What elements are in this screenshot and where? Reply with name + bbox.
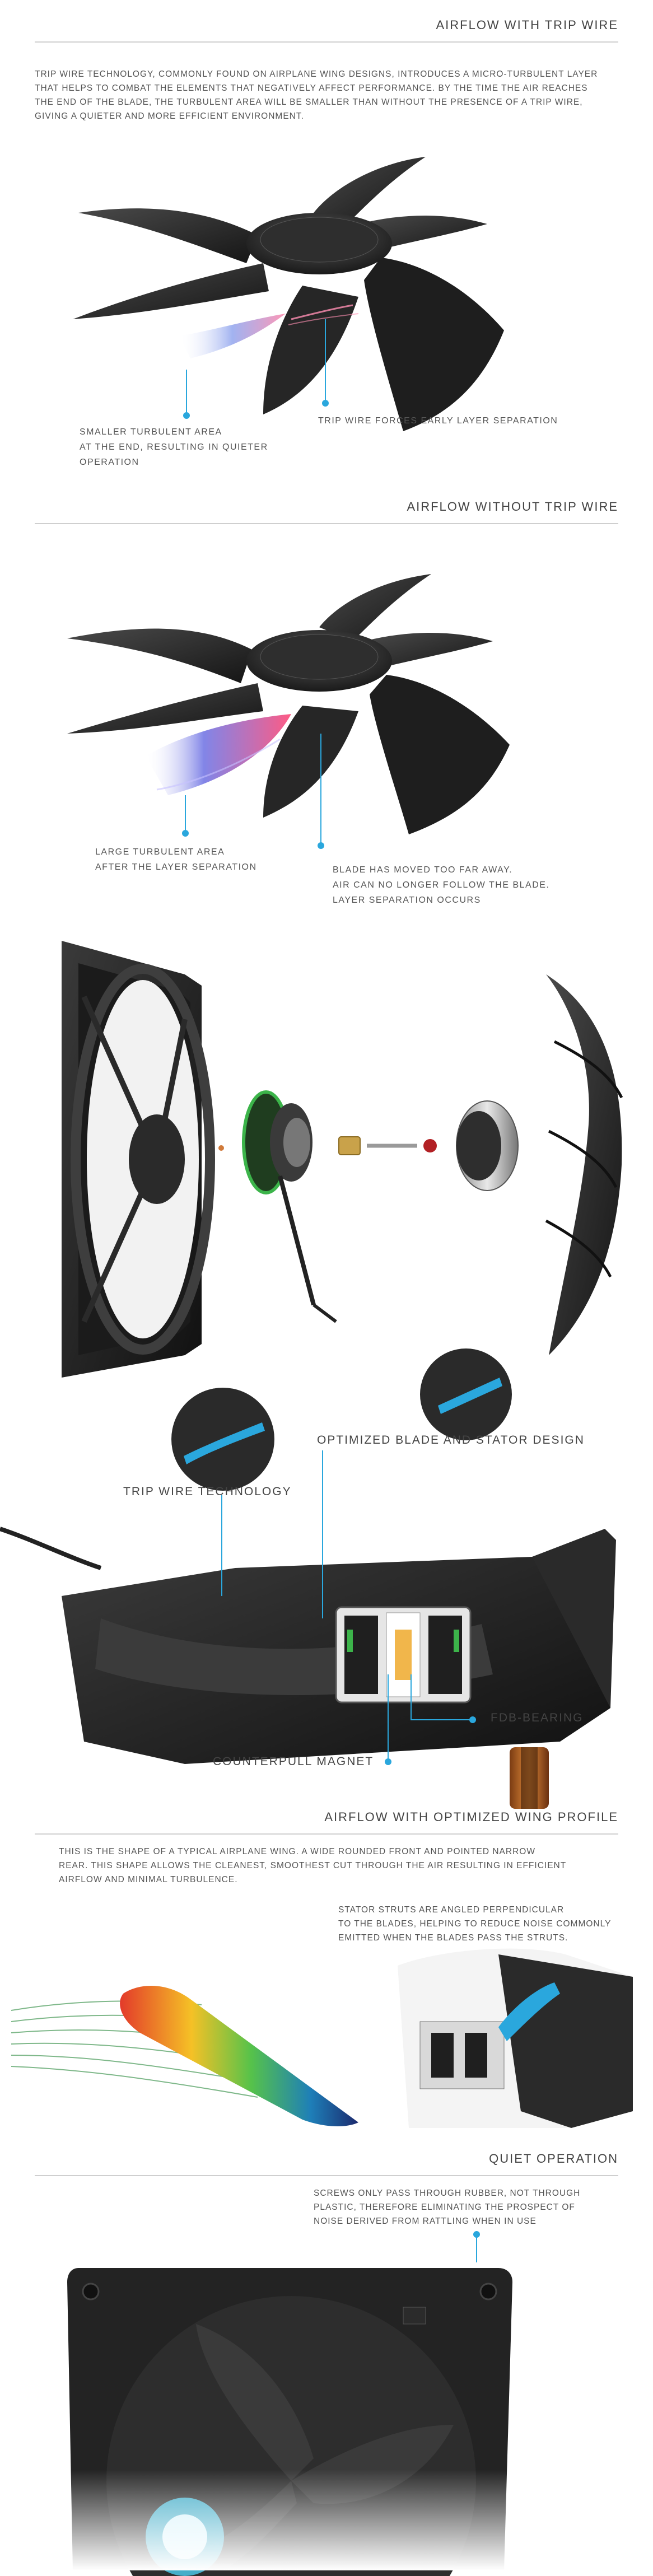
section-no-trip-wire: AIRFLOW WITHOUT TRIP WIRE LARGE TURBULEN… (0, 493, 653, 930)
section-header: AIRFLOW WITHOUT TRIP WIRE (35, 493, 618, 524)
section-exploded-view (0, 930, 653, 1389)
label-trip-wire: TRIP WIRE TECHNOLOGY (123, 1485, 292, 1498)
quiet-fan-illustration (0, 2268, 653, 2576)
leader-dot (469, 1716, 476, 1723)
fan-blade-illustration (73, 157, 504, 431)
wing-profile-illustration (11, 1986, 359, 2126)
label-fdb-bearing: FDB-BEARING (491, 1711, 584, 1724)
section-features: OPTIMIZED BLADE AND STATOR DESIGN TRIP W… (0, 1327, 653, 1820)
section-header: QUIET OPERATION (35, 2145, 618, 2176)
detail-zoom-stator (420, 1348, 512, 1440)
section-wing-profile: AIRFLOW WITH OPTIMIZED WING PROFILE THIS… (0, 1803, 653, 2150)
leader-dot (322, 400, 329, 407)
callout-early-separation: TRIP WIRE FORCES EARLY LAYER SEPARATION (318, 416, 558, 426)
stator-strut-illustration (398, 1948, 633, 2128)
callout-smaller-turbulent: SMALLER TURBULENT AREA AT THE END, RESUL… (80, 427, 268, 467)
leader-line (325, 319, 326, 403)
section-title: AIRFLOW WITH TRIP WIRE (436, 18, 618, 32)
fan-frame-illustration (62, 941, 623, 1378)
section-title: QUIET OPERATION (489, 2152, 618, 2166)
leader-line (320, 734, 321, 846)
section-title: AIRFLOW WITHOUT TRIP WIRE (407, 500, 618, 514)
leader-dot (473, 2231, 480, 2238)
leader-line (322, 1450, 323, 1618)
detail-zoom-trip-wire (171, 1388, 274, 1491)
leader-dot (183, 412, 190, 419)
leader-line (186, 370, 187, 417)
callout-large-turbulent: LARGE TURBULENT AREA AFTER THE LAYER SEP… (95, 847, 257, 872)
intro-text: TRIP WIRE TECHNOLOGY, COMMONLY FOUND ON … (35, 69, 598, 121)
section-trip-wire: AIRFLOW WITH TRIP WIRE TRIP WIRE TECHNOL… (0, 11, 653, 515)
label-blade-stator: OPTIMIZED BLADE AND STATOR DESIGN (317, 1434, 585, 1446)
section-header: AIRFLOW WITH TRIP WIRE (35, 11, 618, 43)
fan-blade-illustration (67, 574, 510, 834)
leader-line (411, 1719, 472, 1720)
stator-note: STATOR STRUTS ARE ANGLED PERPENDICULAR T… (338, 1905, 612, 1943)
wing-intro-text: THIS IS THE SHAPE OF A TYPICAL AIRPLANE … (59, 1847, 567, 1884)
leader-dot (318, 842, 324, 849)
leader-dot (385, 1758, 391, 1765)
leader-dot (182, 830, 189, 837)
leader-line (221, 1495, 222, 1596)
stator-cutaway-illustration (0, 1527, 616, 1764)
callout-blade-moved: BLADE HAS MOVED TOO FAR AWAY. AIR CAN NO… (333, 865, 550, 905)
section-quiet-operation: QUIET OPERATION SCREWS ONLY PASS THROUGH… (0, 2145, 653, 2576)
leader-line (185, 795, 186, 834)
leader-line (476, 2234, 477, 2262)
leader-line (388, 1674, 389, 1761)
section-header: AIRFLOW WITH OPTIMIZED WING PROFILE (35, 1803, 618, 1835)
section-title: AIRFLOW WITH OPTIMIZED WING PROFILE (324, 1810, 618, 1824)
quiet-note: SCREWS ONLY PASS THROUGH RUBBER, NOT THR… (314, 2188, 581, 2226)
label-counterpull: COUNTERPULL MAGNET (213, 1755, 374, 1768)
bearing-illustration (510, 1747, 549, 1809)
leader-line (411, 1674, 412, 1719)
